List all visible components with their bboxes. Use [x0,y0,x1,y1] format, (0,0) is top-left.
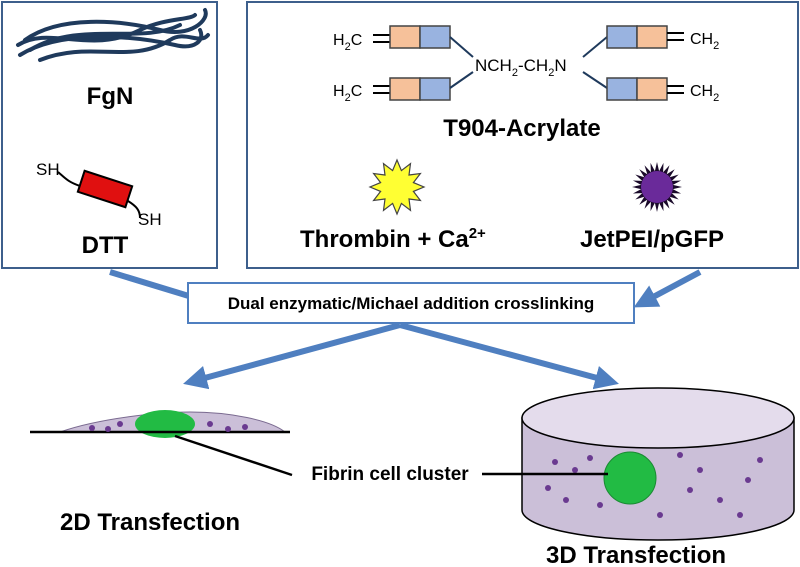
dtt-molecule-icon [57,169,141,219]
ch2-bottom-label: CH2 [690,83,719,104]
jetpei-pgfp-label: JetPEI/pGFP [580,226,724,253]
3d-transfection-label: 3D Transfection [546,542,726,567]
2d-transfection-label: 2D Transfection [60,509,240,536]
sh-top-label: SH [36,160,60,179]
arrow-right-into-process [633,269,702,308]
h2c-top-label: H2C [333,32,362,53]
ethylenediamine-linker-label: NCH2-CH2N [475,56,567,79]
fibrinogen-icon [16,8,210,62]
right-component-box [246,1,799,269]
arrow-to-3d [399,322,619,390]
t904-acrylate-label: T904-Acrylate [443,115,600,142]
2d-gel-layer [30,410,290,438]
thrombin-calcium-label: Thrombin + Ca2+ [300,225,486,253]
arrow-to-2d [183,322,401,390]
fgn-label: FgN [87,83,134,110]
sh-bottom-label: SH [138,210,162,229]
fibrin-cell-cluster-label: Fibrin cell cluster [311,464,469,485]
3d-gel-cylinder [521,387,795,541]
h2c-bottom-label: H2C [333,83,362,104]
thrombin-star-icon [368,158,426,216]
t904-acrylate-structure [373,25,684,101]
dtt-label: DTT [82,232,129,259]
2d-cluster-pointer [174,434,293,477]
left-component-box [1,1,218,269]
ch2-top-label: CH2 [690,31,719,52]
crosslinking-process-box [187,282,635,324]
crosslinking-process-label: Dual enzymatic/Michael addition crosslin… [228,294,595,313]
jetpei-core [641,171,673,203]
